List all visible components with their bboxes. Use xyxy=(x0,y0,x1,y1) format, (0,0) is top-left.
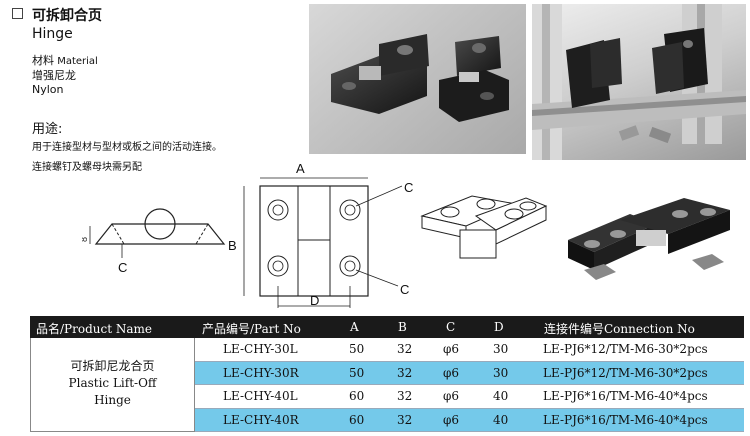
side-view-drawing: 8 C xyxy=(82,208,226,275)
product-name-cn: 可拆卸尼龙合页 xyxy=(70,359,155,373)
cell-a: 60 xyxy=(349,412,365,427)
front-view-drawing: A B D C C xyxy=(228,161,413,308)
title-chinese: 可拆卸合页 xyxy=(32,8,102,24)
header-b: B xyxy=(398,320,407,334)
header-d: D xyxy=(494,320,504,334)
cell-connection: LE-PJ6*12/TM-M6-30*2pcs xyxy=(543,342,708,356)
cell-c: φ6 xyxy=(443,412,460,427)
isometric-drawing xyxy=(420,195,548,259)
table-row: LE-CHY-40R 60 32 φ6 40 LE-PJ6*16/TM-M6-4… xyxy=(195,408,744,432)
usage-label: 用途: xyxy=(32,122,63,137)
cell-a: 50 xyxy=(349,342,365,356)
material-label-en: Material xyxy=(57,56,98,67)
cell-connection: LE-PJ6*16/TM-M6-40*4pcs xyxy=(543,389,708,403)
usage-line-2: 连接螺钉及螺母块需另配 xyxy=(32,162,142,173)
cell-b: 32 xyxy=(397,365,413,380)
cell-part-no: LE-CHY-30R xyxy=(223,365,299,380)
cell-c: φ6 xyxy=(443,389,460,403)
cell-b: 32 xyxy=(397,389,413,403)
cell-c: φ6 xyxy=(443,365,460,380)
cell-b: 32 xyxy=(397,412,413,427)
material-value-en: Nylon xyxy=(32,83,64,96)
cell-part-no: LE-CHY-40R xyxy=(223,412,299,427)
product-name-en-2: Hinge xyxy=(94,393,131,407)
hinge-photo-1 xyxy=(309,4,526,154)
title-english: Hinge xyxy=(32,26,73,42)
cell-d: 30 xyxy=(493,342,509,356)
dim-label-b: B xyxy=(228,238,237,253)
cell-c: φ6 xyxy=(443,342,460,356)
material-label-cn: 材料 xyxy=(32,54,54,67)
cell-part-no: LE-CHY-40L xyxy=(223,389,298,403)
cell-d: 40 xyxy=(493,412,509,427)
cell-connection: LE-PJ6*12/TM-M6-30*2pcs xyxy=(543,365,708,380)
cell-connection: LE-PJ6*16/TM-M6-40*4pcs xyxy=(543,412,708,427)
table-row: LE-CHY-30R 50 32 φ6 30 LE-PJ6*12/TM-M6-3… xyxy=(195,361,744,385)
cell-a: 60 xyxy=(349,389,365,403)
dim-label-c-side: C xyxy=(118,260,127,275)
table-row: LE-CHY-30L 50 32 φ6 30 LE-PJ6*12/TM-M6-3… xyxy=(195,338,744,362)
cell-d: 40 xyxy=(493,389,509,403)
material-value-cn: 增强尼龙 xyxy=(32,69,76,82)
header-c: C xyxy=(446,320,456,334)
checkbox-square-icon xyxy=(12,8,23,19)
spec-table: 品名/Product Name 产品编号/Part No A B C D 连接件… xyxy=(30,316,744,432)
product-name-en-1: Plastic Lift-Off xyxy=(68,376,157,390)
hinge-on-profile-photo xyxy=(532,4,746,160)
dim-label-c-bottom: C xyxy=(400,282,409,297)
dim-label-eight: 8 xyxy=(82,237,89,242)
material-block: 材料 Material 增强尼龙 Nylon xyxy=(32,54,98,97)
table-header: 品名/Product Name 产品编号/Part No A B C D 连接件… xyxy=(30,316,744,338)
dim-label-a: A xyxy=(296,161,305,176)
table-row: LE-CHY-40L 60 32 φ6 40 LE-PJ6*16/TM-M6-4… xyxy=(195,385,744,409)
header-a: A xyxy=(350,320,359,334)
cell-part-no: LE-CHY-30L xyxy=(223,342,298,356)
cell-a: 50 xyxy=(349,365,365,380)
cell-d: 30 xyxy=(493,365,509,380)
header-connection-no: 连接件编号Connection No xyxy=(544,322,695,336)
header-part-no: 产品编号/Part No xyxy=(202,322,301,336)
dim-label-d: D xyxy=(310,293,319,308)
usage-line-1: 用于连接型材与型材或板之间的活动连接。 xyxy=(32,142,222,153)
hinge-render-image xyxy=(568,198,730,280)
header-product-name: 品名/Product Name xyxy=(36,322,152,336)
dim-label-c-top: C xyxy=(404,180,413,195)
product-name-cell: 可拆卸尼龙合页 Plastic Lift-Off Hinge xyxy=(30,338,195,432)
cell-b: 32 xyxy=(397,342,413,356)
